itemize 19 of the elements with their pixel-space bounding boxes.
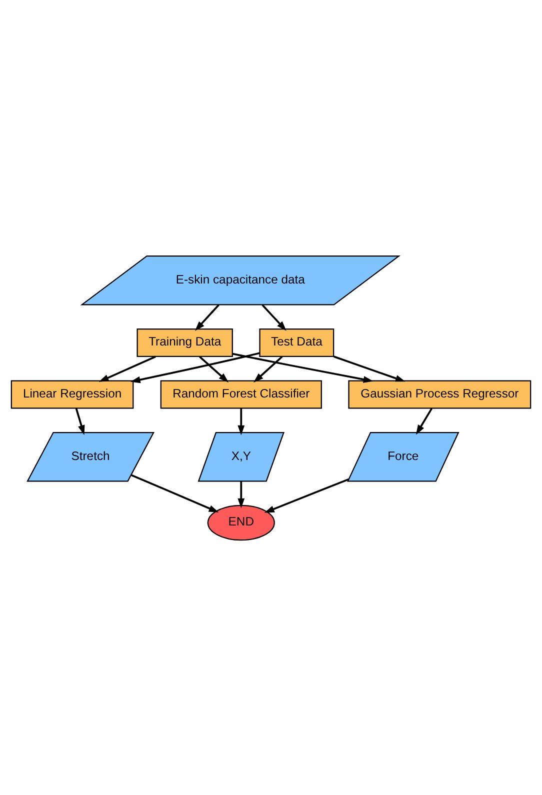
arrow	[130, 474, 219, 512]
arrow	[75, 408, 85, 435]
arrow	[238, 480, 245, 508]
node-box: Training Data	[136, 328, 233, 357]
arrow	[194, 304, 220, 330]
arrow	[238, 408, 245, 435]
arrow	[130, 352, 260, 383]
node-box: Random Forest Classifier	[160, 380, 322, 408]
node-box: Gaussian Process Regressor	[348, 380, 532, 408]
arrow	[98, 355, 156, 382]
node-box: Linear Regression	[10, 380, 134, 408]
arrow	[199, 356, 229, 382]
arrow	[334, 355, 406, 382]
arrow	[262, 304, 286, 330]
node-box: Test Data	[259, 328, 334, 357]
arrow	[254, 356, 283, 382]
arrow	[264, 478, 350, 512]
arrow	[232, 352, 374, 382]
arrow	[416, 407, 433, 434]
